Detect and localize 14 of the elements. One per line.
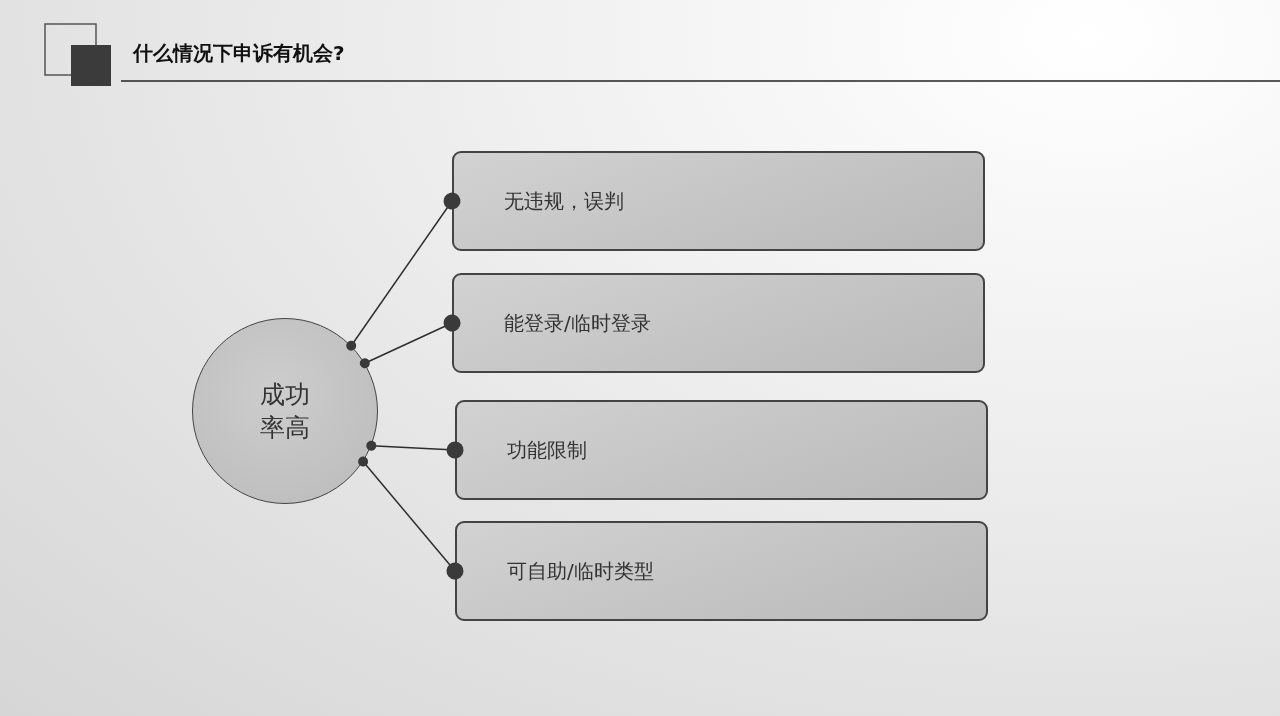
reason-card xyxy=(455,400,988,500)
card-label: 能登录/临时登录 xyxy=(504,310,651,336)
card-label: 功能限制 xyxy=(507,437,587,463)
connector-line xyxy=(359,314,461,369)
connector-line xyxy=(366,440,464,459)
page-title: 什么情况下申诉有机会? xyxy=(133,40,345,67)
reason-card xyxy=(452,273,985,373)
connector-line xyxy=(358,456,464,580)
reason-card xyxy=(452,151,985,251)
connector-line xyxy=(346,192,461,351)
card-label: 可自助/临时类型 xyxy=(507,558,654,584)
reason-card xyxy=(455,521,988,621)
circle-label: 成功率高 xyxy=(260,379,310,444)
card-label: 无违规，误判 xyxy=(504,188,624,214)
